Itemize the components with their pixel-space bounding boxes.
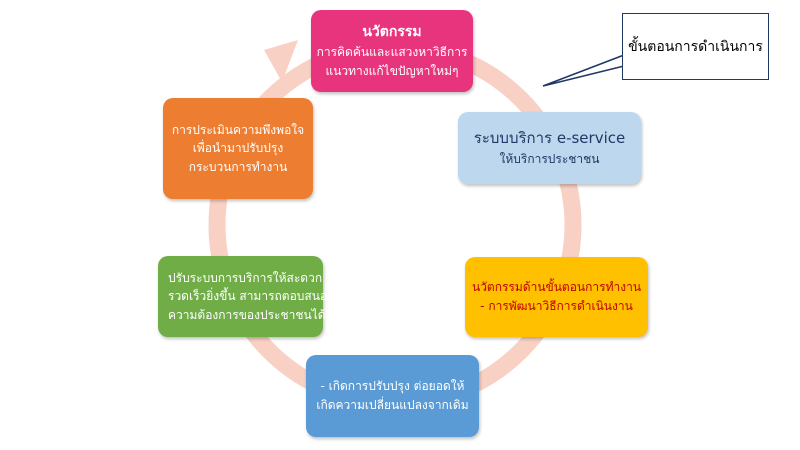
step-process: นวัตกรรมด้านขั้นตอนการทำงาน - การพัฒนาวิ… <box>465 257 648 337</box>
step-evaluation: การประเมินความพึงพอใจ เพื่อนำมาปรับปรุง … <box>163 98 313 199</box>
step-service-line-2: ความต้องการของประชาชนได้ดี <box>168 307 334 322</box>
step-evaluation-line-1: เพื่อนำมาปรับปรุง <box>192 141 284 156</box>
step-eservice: ระบบบริการ e-service ให้บริการประชาชน <box>458 112 641 184</box>
step-innovation-title: นวัตกรรม <box>362 23 422 40</box>
step-service-line-0: ปรับระบบการบริการให้สะดวก <box>168 270 323 285</box>
callout-label: ขั้นตอนการดำเนินการ <box>622 13 769 80</box>
step-evaluation-line-0: การประเมินความพึงพอใจ <box>171 122 305 137</box>
step-eservice-line-1: ให้บริการประชาชน <box>499 152 600 167</box>
step-innovation: นวัตกรรม การคิดค้นและแสวงหาวิธีการ แนวทา… <box>311 10 473 92</box>
step-evaluation-line-2: กระบวนการทำงาน <box>188 159 288 174</box>
callout-pointer <box>542 54 625 87</box>
step-eservice-title: ระบบบริการ e-service <box>473 129 626 148</box>
step-service-line-1: รวดเร็วยิ่งขึ้น สามารถตอบสนอง <box>168 289 334 304</box>
step-improve-line-0: - เกิดการปรับปรุง ต่อยอดให้ <box>320 379 465 394</box>
step-process-title: นวัตกรรมด้านขั้นตอนการทำงาน <box>471 280 642 295</box>
cycle-arrowhead <box>264 40 298 82</box>
callout-text: ขั้นตอนการดำเนินการ <box>628 38 763 55</box>
step-improve-line-1: เกิดความเปลี่ยนแปลงจากเดิม <box>316 398 469 412</box>
step-service: ปรับระบบการบริการให้สะดวก รวดเร็วยิ่งขึ้… <box>158 256 334 337</box>
step-innovation-line-1: การคิดค้นและแสวงหาวิธีการ <box>316 45 468 60</box>
step-process-line-1: - การพัฒนาวิธีการดำเนินงาน <box>480 299 633 313</box>
step-innovation-line-2: แนวทางแก้ไขปัญหาใหม่ๆ <box>325 63 459 78</box>
step-improve: - เกิดการปรับปรุง ต่อยอดให้ เกิดความเปลี… <box>306 355 479 437</box>
